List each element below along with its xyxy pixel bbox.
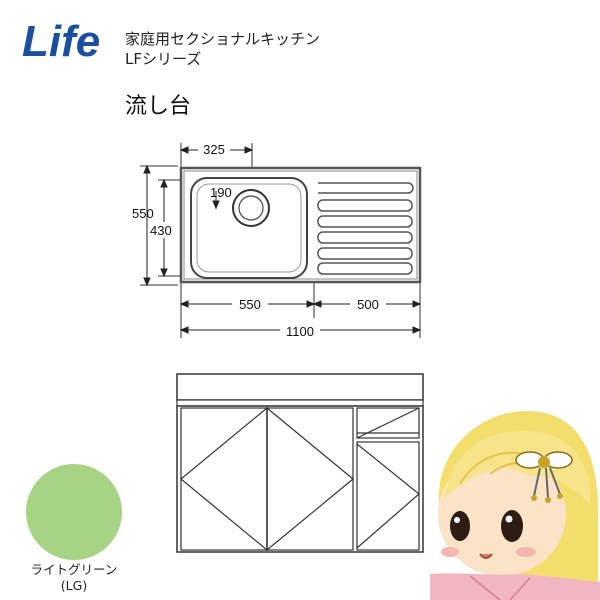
color-swatch: [26, 464, 122, 560]
dim-basin-width: 550: [239, 297, 261, 312]
product-title: 流し台: [125, 94, 192, 119]
dim-basin-offset: 325: [203, 142, 225, 157]
cabinet-door-center: [266, 406, 354, 552]
drain-icon: [232, 189, 270, 227]
header-category: 家庭用セクショナルキッチン: [125, 30, 321, 48]
dim-basin-depth: 430: [150, 223, 172, 238]
dim-drainboard-width: 500: [357, 297, 379, 312]
life-brand-logo: Life: [22, 18, 100, 64]
drainboard: [317, 182, 414, 275]
cabinet-front-view: [176, 373, 424, 553]
sink-basin: [190, 177, 308, 279]
dim-drain-offset: 190: [210, 185, 232, 200]
hair-ornament: [515, 451, 573, 503]
cabinet-door-right: [356, 441, 420, 551]
dim-total-depth: 550: [132, 206, 154, 221]
header-series: LFシリーズ: [125, 50, 202, 68]
cabinet-drawer: [356, 407, 420, 439]
color-name: ライトグリーン (LG): [14, 562, 134, 594]
dim-total-width: 1100: [286, 324, 314, 339]
kokeshi-girl-mascot-icon: [430, 410, 600, 600]
brand-logo-text: Life: [22, 18, 100, 64]
color-code: (LG): [60, 578, 88, 593]
color-name-jp: ライトグリーン: [30, 562, 118, 577]
